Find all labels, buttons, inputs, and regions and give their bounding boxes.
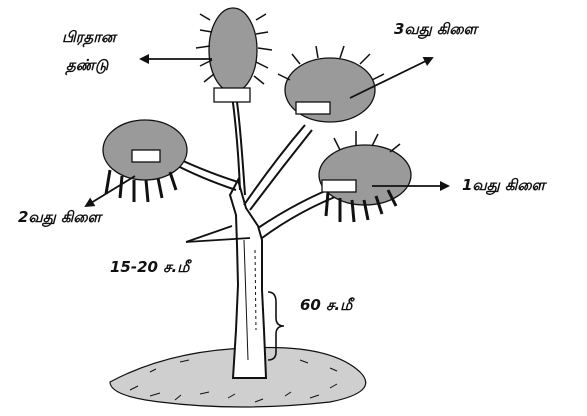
label-main-stem-line2: தண்டு [66, 56, 108, 76]
label-second-branch: 2வது கிளை [18, 208, 101, 228]
foliage-right [319, 131, 411, 222]
label-graft-length: 15-20 ச.மீ [110, 258, 189, 278]
foliage-top [196, 8, 272, 102]
trunk [230, 180, 266, 378]
label-main-stem-line1: பிரதான [62, 28, 116, 48]
label-stem-height: 60 ச.மீ [300, 296, 352, 316]
label-third-branch: 3வது கிளை [394, 20, 477, 40]
foliage-left [103, 120, 187, 202]
foliage-upper-right [278, 46, 384, 122]
label-first-branch: 1வது கிளை [462, 176, 545, 196]
arrow-second-branch [86, 176, 135, 206]
